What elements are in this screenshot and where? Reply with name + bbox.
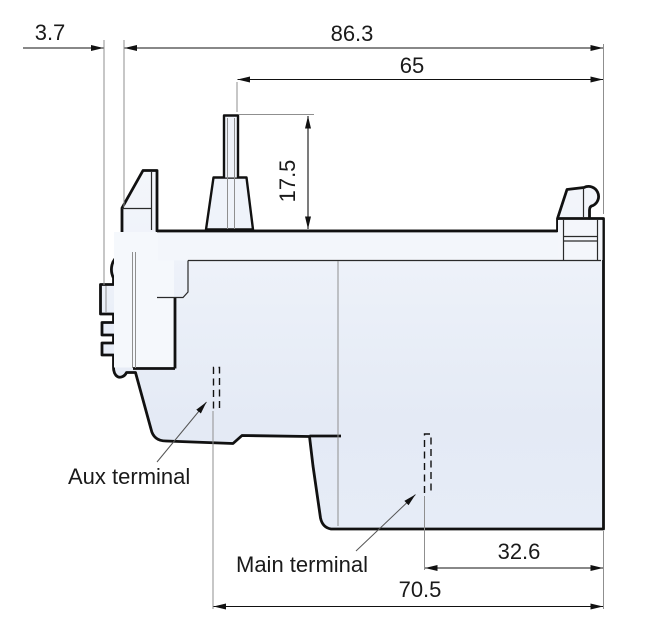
dim-text-3-7: 3.7	[35, 20, 66, 45]
dim-text-65: 65	[400, 53, 424, 78]
main-terminal-label: Main terminal	[236, 552, 368, 577]
dim-text-32-6: 32.6	[498, 539, 541, 564]
aux-terminal-label: Aux terminal	[68, 464, 190, 489]
dim-text-17-5: 17.5	[275, 160, 300, 203]
dim-text-86-3: 86.3	[331, 21, 374, 46]
main-terminal-leader	[355, 494, 416, 552]
inner-left-step	[157, 260, 189, 299]
latch-block-face	[558, 220, 603, 260]
main-terminal-marker	[423, 433, 432, 493]
test-pin	[222, 114, 240, 178]
pin-base	[204, 176, 255, 231]
aux-terminal-leader	[156, 401, 207, 463]
dim-text-70-5: 70.5	[399, 577, 442, 602]
top-band	[158, 232, 602, 261]
